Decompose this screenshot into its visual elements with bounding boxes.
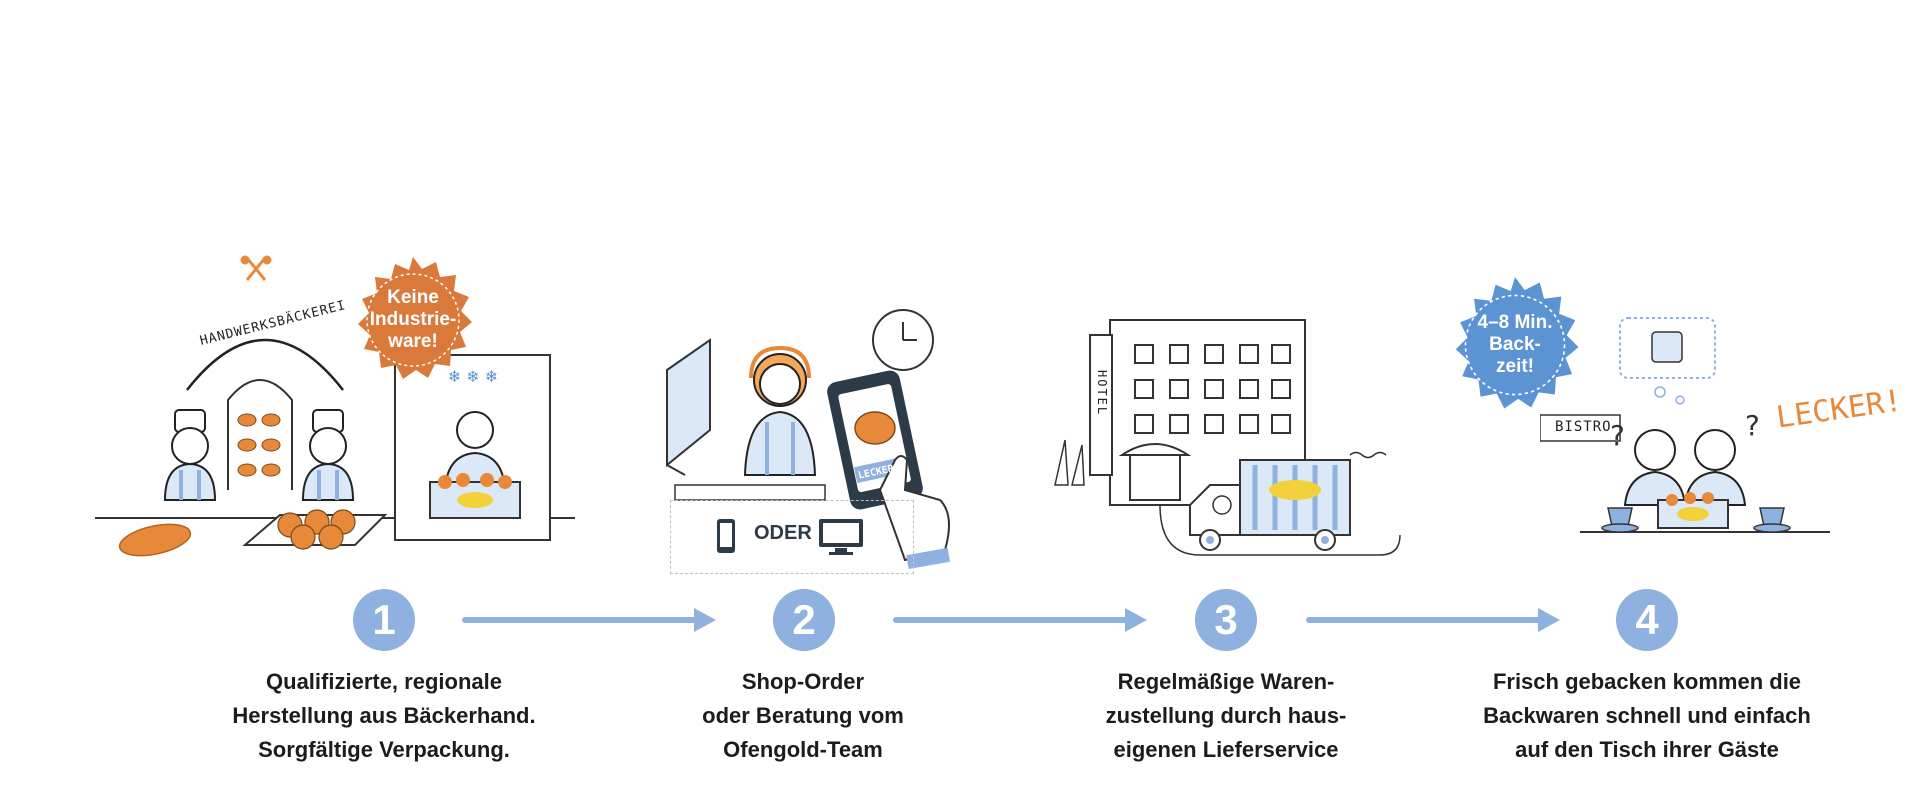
step-number-1: 1 (353, 589, 415, 651)
guest-figure (1623, 429, 1687, 506)
step-number-2: 2 (773, 589, 835, 651)
clock-icon (872, 309, 934, 371)
caption-line: zustellung durch haus- (1105, 703, 1347, 728)
coffee-cup-icon (1753, 507, 1791, 533)
arrow-right (1306, 608, 1560, 632)
caption-line: Backwaren schnell und einfach (1483, 703, 1811, 728)
badge-line: zeit! (1496, 356, 1534, 377)
caption-line: Frisch gebacken kommen die (1492, 669, 1802, 694)
badge-line: 4–8 Min. (1477, 312, 1553, 333)
step-number-3: 3 (1195, 589, 1257, 651)
svg-text:?: ? (1745, 409, 1760, 442)
no-industry-badge: Keine Industrie- ware! (348, 255, 478, 385)
bistro-label: BISTRO (1555, 419, 1612, 435)
badge-line: Back- (1489, 334, 1541, 355)
baker-figure (301, 409, 355, 501)
caption-line: Herstellung aus Bäckerhand. (232, 703, 536, 728)
caption-line: oder Beratung vom (702, 703, 904, 728)
badge-line: Industrie- (369, 309, 457, 330)
step-4-caption: Frisch gebacken kommen die Backwaren sch… (1437, 665, 1857, 767)
wheat-icon (240, 255, 272, 281)
caption-line: Ofengold-Team (723, 737, 883, 762)
smartphone-icon (827, 370, 923, 510)
baker-figure (163, 409, 217, 501)
agent-figure (743, 345, 817, 476)
caption-line: auf den Tisch ihrer Gäste (1515, 737, 1779, 762)
coffee-cup-icon (1601, 507, 1639, 533)
arrow-right (462, 608, 716, 632)
badge-line: ware! (388, 331, 438, 352)
order-options-box (670, 500, 914, 574)
step-2-caption: Shop-Order oder Beratung vom Ofengold-Te… (593, 665, 1013, 767)
delivery-truck (1189, 459, 1351, 551)
bake-time-badge: 4–8 Min. Back- zeit! (1445, 275, 1585, 415)
arrow-right (893, 608, 1147, 632)
caption-line: Shop-Order (741, 669, 865, 694)
svg-text:❄ ❄ ❄: ❄ ❄ ❄ (448, 367, 498, 386)
desktop-monitor (666, 338, 711, 476)
star-badge-icon (1455, 277, 1579, 409)
step-number-4: 4 (1616, 589, 1678, 651)
star-badge-icon (358, 257, 472, 379)
oder-label: ODER (754, 522, 812, 544)
caption-line: Sorgfältige Verpackung. (258, 737, 510, 762)
guest-figure (1683, 429, 1747, 506)
thumbs-up-icon (1651, 331, 1683, 363)
hotel-label: HOTEL (1095, 370, 1109, 417)
pointing-hand (878, 455, 950, 562)
delivery-illustration (1054, 319, 1401, 556)
bistro-illustration: ? ? (1540, 317, 1830, 533)
order-illustration (666, 309, 951, 570)
caption-line: Regelmäßige Waren- (1117, 669, 1335, 694)
caption-line: eigenen Lieferservice (1113, 737, 1339, 762)
bakery-illustration: ❄ ❄ ❄ (95, 255, 575, 557)
svg-text:?: ? (1610, 419, 1625, 452)
bread-icon (118, 523, 192, 557)
step-1-caption: Qualifizierte, regionale Herstellung aus… (174, 665, 594, 767)
desktop-icon (819, 519, 863, 555)
caption-line: Qualifizierte, regionale (266, 669, 502, 694)
badge-line: Keine (387, 287, 439, 308)
phone-icon (717, 519, 735, 553)
step-3-caption: Regelmäßige Waren- zustellung durch haus… (1016, 665, 1436, 767)
